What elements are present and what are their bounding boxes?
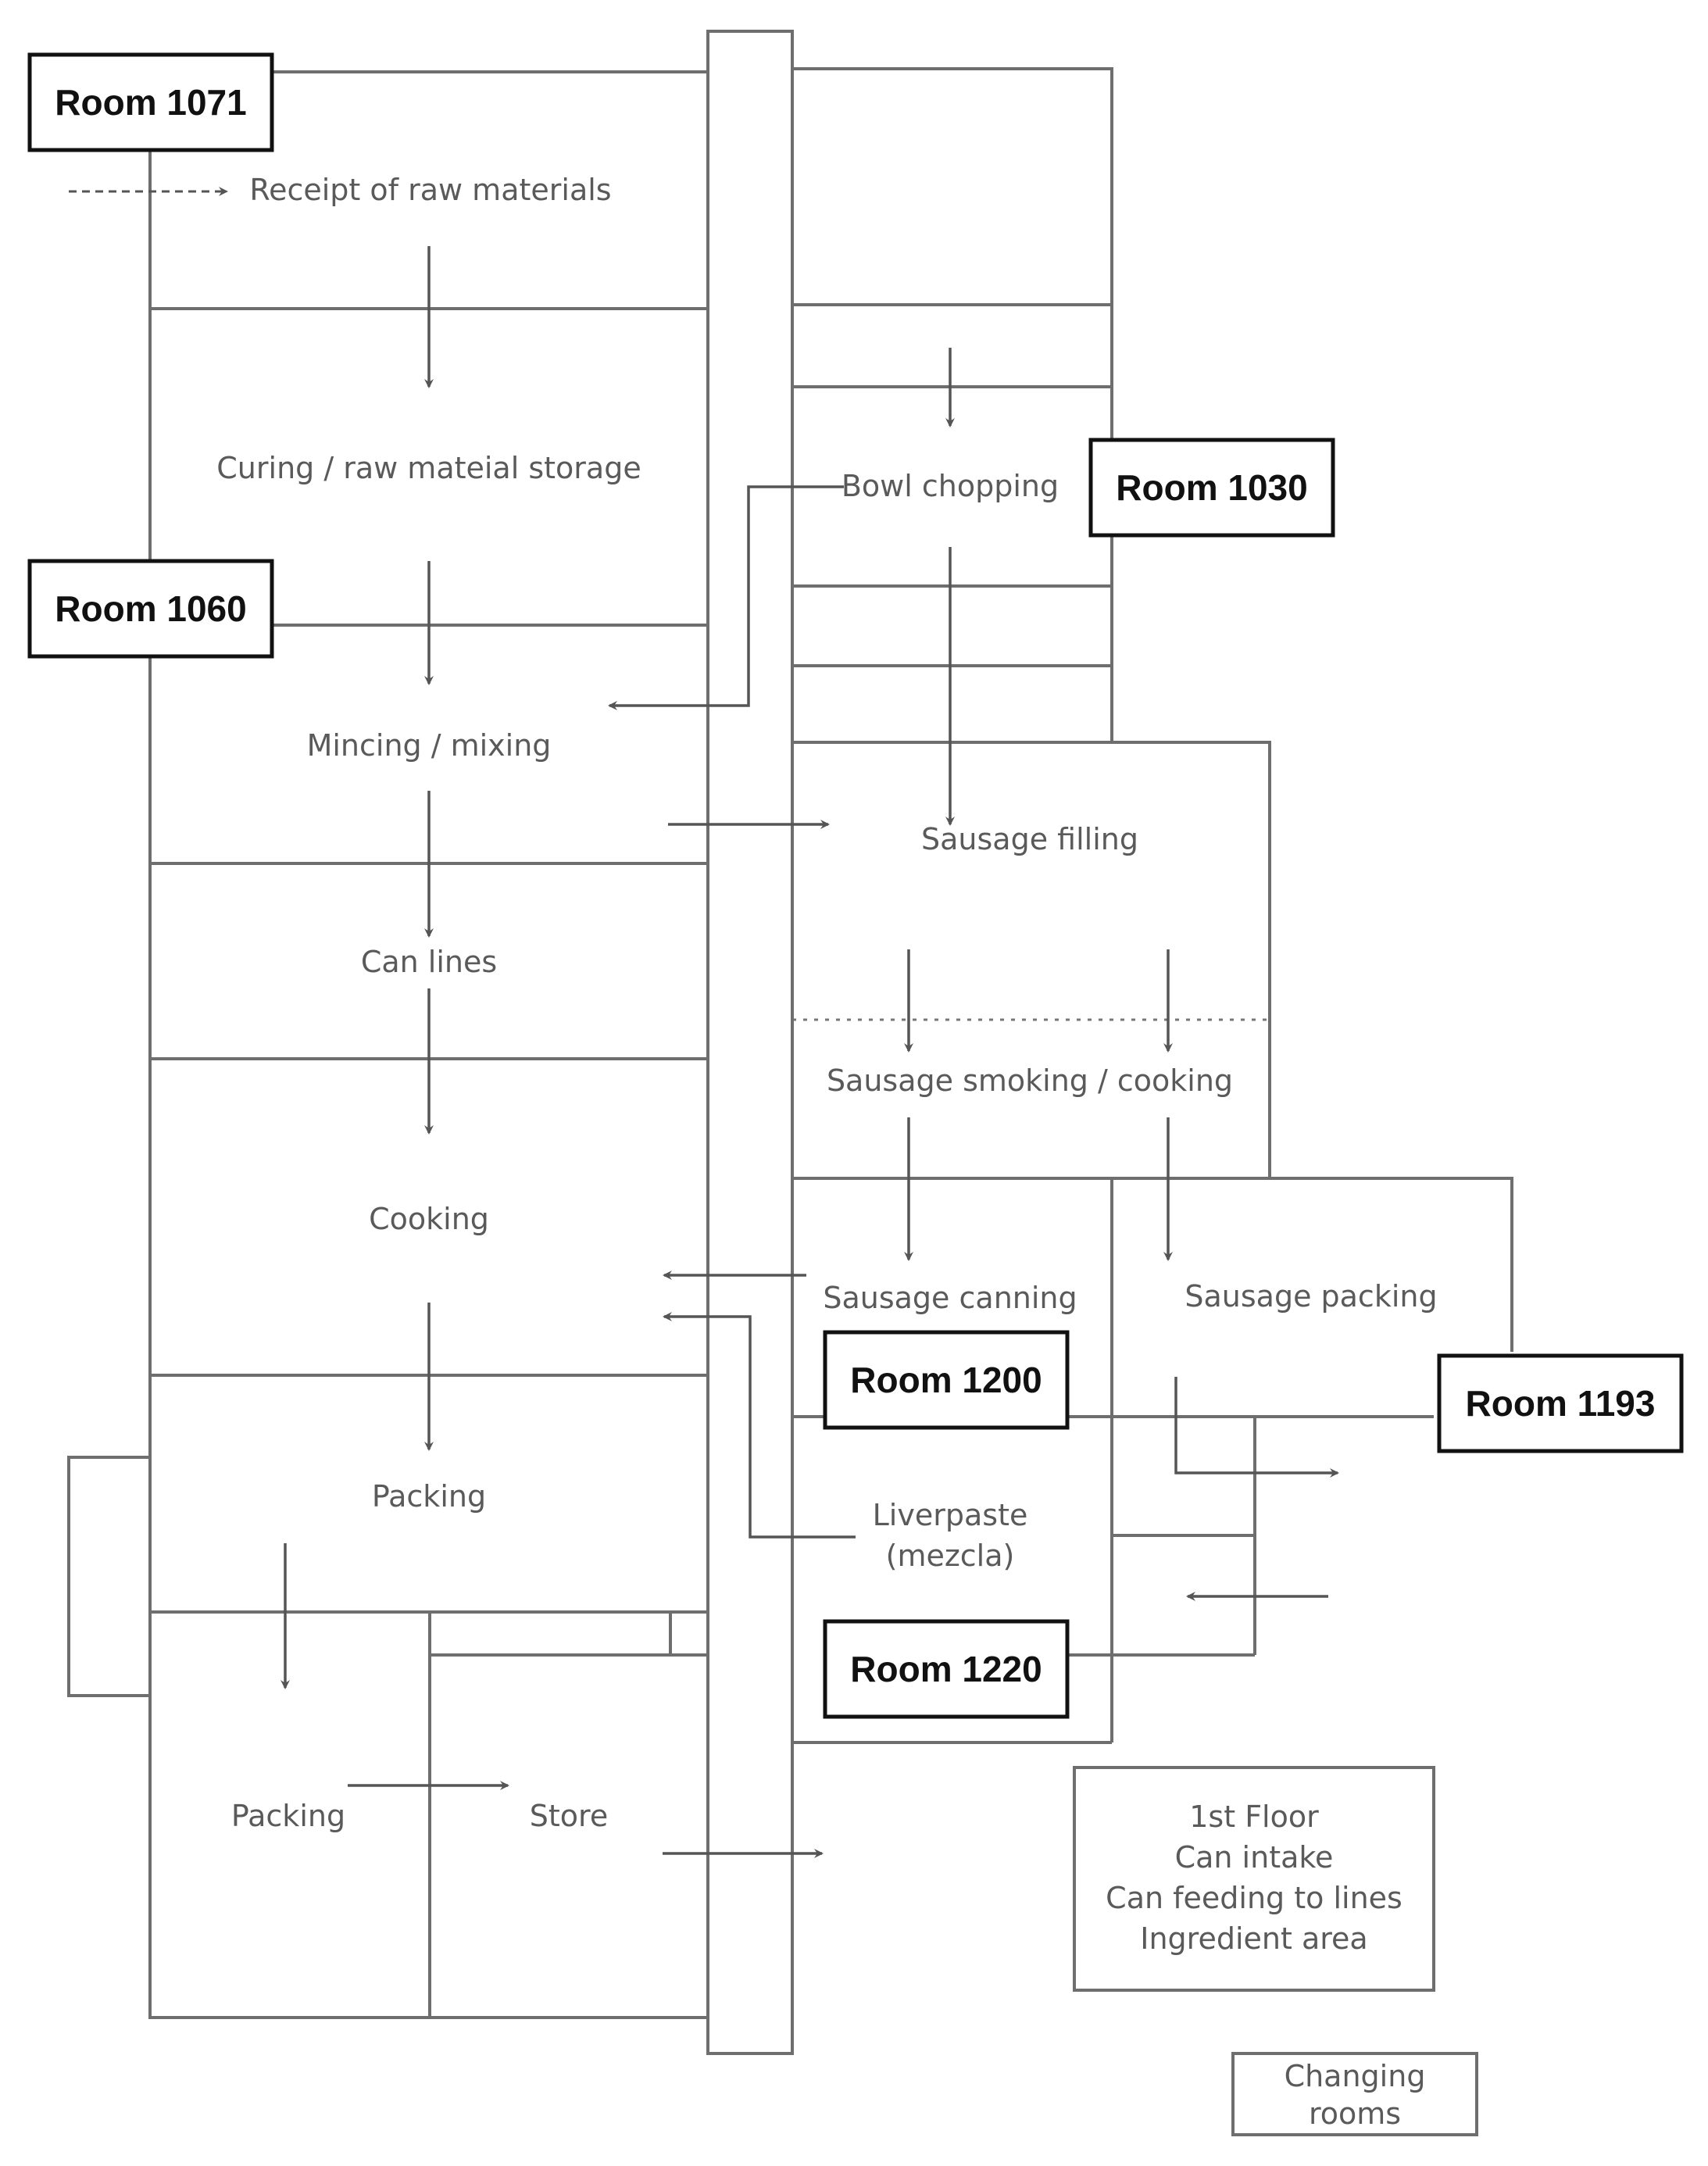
room-1060-tag: Room 1060 [27, 559, 274, 659]
sausage-smoking-label: Sausage smoking / cooking [827, 1063, 1233, 1098]
svg-text:Room 1220: Room 1220 [850, 1649, 1042, 1689]
mincing-label: Mincing / mixing [307, 728, 552, 763]
room-1071-tag: Room 1071 [27, 52, 274, 152]
packing-upper-label: Packing [372, 1479, 486, 1514]
svg-text:Room 1071: Room 1071 [55, 82, 246, 123]
room-1200-tag: Room 1200 [823, 1330, 1070, 1430]
svg-text:Room 1060: Room 1060 [55, 588, 246, 629]
room-tags: Room 1071 Room 1060 Room 1030 Room 1200 … [27, 52, 1684, 1719]
liverpaste-mezcla-label: (mezcla) [886, 1539, 1015, 1573]
bowl-chopping-label: Bowl chopping [841, 469, 1059, 503]
first-floor-box: 1st Floor Can intake Can feeding to line… [1073, 1766, 1435, 1992]
can-lines-label: Can lines [361, 945, 497, 979]
svg-text:Room 1030: Room 1030 [1116, 467, 1307, 508]
changing-rooms-line-1: Changing [1285, 2059, 1426, 2093]
room-1220-tag: Room 1220 [823, 1619, 1070, 1719]
first-floor-line-2: Can intake [1175, 1840, 1334, 1875]
sausage-canning-label: Sausage canning [823, 1281, 1077, 1315]
left-building-walls [67, 70, 709, 2019]
liverpaste-to-cooking-arrow [663, 1312, 856, 1539]
sausage-packing-exit-arrow [1174, 1377, 1339, 1478]
sausage-packing-label: Sausage packing [1185, 1279, 1437, 1314]
central-corridor [706, 30, 794, 2055]
room-1193-tag: Room 1193 [1437, 1353, 1684, 1453]
receipt-label: Receipt of raw materials [249, 173, 611, 207]
right-building-walls [792, 67, 1513, 1744]
changing-rooms-box: Changing rooms [1231, 2052, 1478, 2136]
packing-lower-label: Packing [231, 1799, 345, 1833]
room-1030-tag: Room 1030 [1088, 438, 1335, 538]
store-label: Store [530, 1799, 608, 1833]
svg-text:Room 1200: Room 1200 [850, 1360, 1042, 1400]
first-floor-line-4: Ingredient area [1140, 1921, 1367, 1956]
cooking-label: Cooking [369, 1202, 489, 1236]
svg-text:Room 1193: Room 1193 [1466, 1383, 1656, 1424]
flow-arrows [69, 187, 1339, 1858]
first-floor-line-3: Can feeding to lines [1106, 1881, 1402, 1915]
area-labels: Receipt of raw materials Curing / raw ma… [216, 173, 1437, 1833]
liverpaste-label: Liverpaste [873, 1498, 1028, 1532]
changing-rooms-line-2: rooms [1309, 2096, 1401, 2131]
first-floor-line-1: 1st Floor [1189, 1800, 1319, 1834]
bowl-chopping-to-mincing-arrow [608, 485, 844, 710]
sausage-filling-label: Sausage filling [921, 822, 1138, 856]
curing-label: Curing / raw mateial storage [216, 451, 641, 485]
